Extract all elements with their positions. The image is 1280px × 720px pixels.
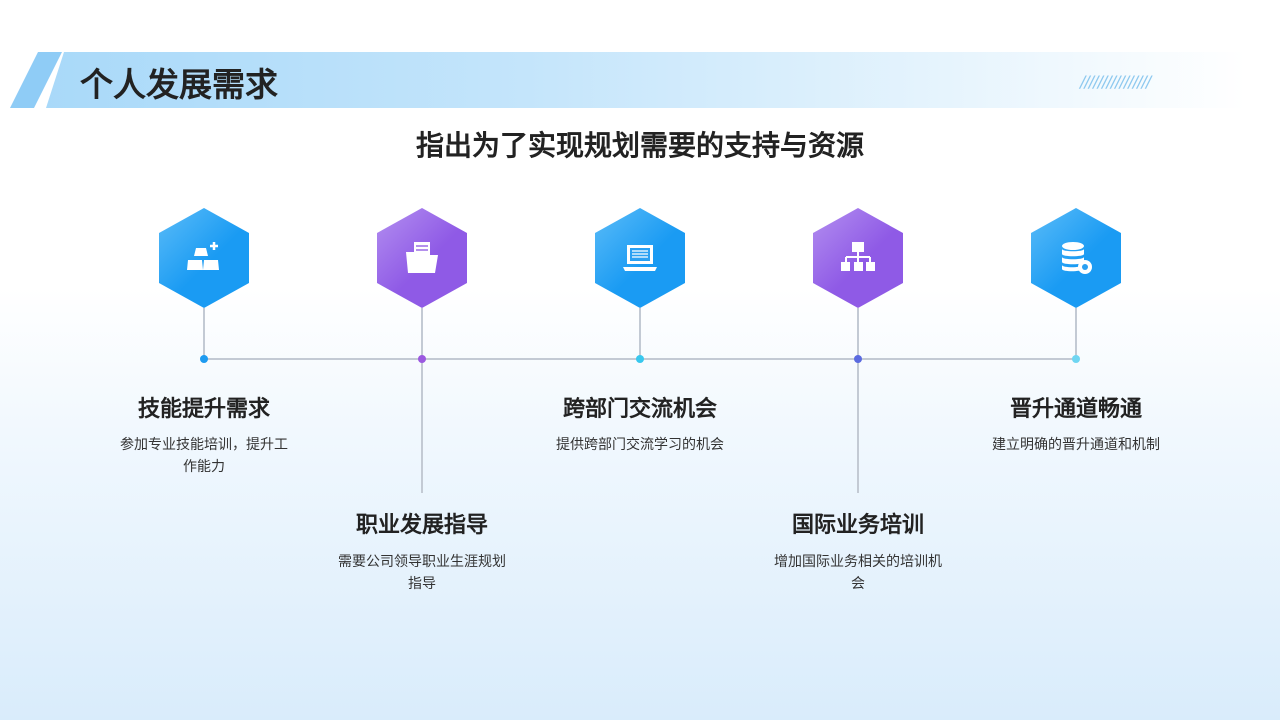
timeline-dot — [200, 355, 208, 363]
item-title: 晋升通道畅通 — [1009, 397, 1142, 422]
connector — [1075, 308, 1077, 358]
timeline-dot — [418, 355, 426, 363]
connector — [639, 308, 641, 358]
connector — [857, 308, 859, 493]
timeline-dot — [1072, 355, 1080, 363]
header-band — [46, 52, 1246, 108]
hex-badge — [159, 208, 249, 308]
page-title: 个人发展需求 — [80, 65, 278, 104]
hex-badge — [1031, 208, 1121, 308]
hex-badge — [813, 208, 903, 308]
item-title: 国际业务培训 — [791, 513, 924, 538]
subtitle: 指出为了实现规划需要的支持与资源 — [415, 129, 864, 162]
item-desc: 增加国际业务相关的培训机会 — [774, 554, 942, 592]
item-title: 跨部门交流机会 — [562, 397, 717, 422]
item-desc: 建立明确的晋升通道和机制 — [992, 437, 1160, 453]
timeline-dot — [636, 355, 644, 363]
hex-badge — [595, 208, 685, 308]
item-desc: 提供跨部门交流学习的机会 — [556, 437, 724, 453]
gold-bars-icon — [187, 242, 219, 270]
stripes-decoration: //////////////// — [1080, 72, 1151, 91]
org-chart-icon — [841, 242, 875, 271]
folder-icon — [406, 242, 438, 273]
item-desc: 参加专业技能培训，提升工作能力 — [120, 437, 288, 475]
database-gear-icon — [1062, 242, 1092, 274]
laptop-icon — [623, 245, 657, 271]
hex-badge — [377, 208, 467, 308]
item-desc: 需要公司领导职业生涯规划指导 — [338, 554, 506, 592]
connector — [203, 308, 205, 358]
item-title: 技能提升需求 — [137, 397, 270, 422]
timeline-dot — [854, 355, 862, 363]
item-title: 职业发展指导 — [355, 513, 488, 538]
connector — [421, 308, 423, 493]
